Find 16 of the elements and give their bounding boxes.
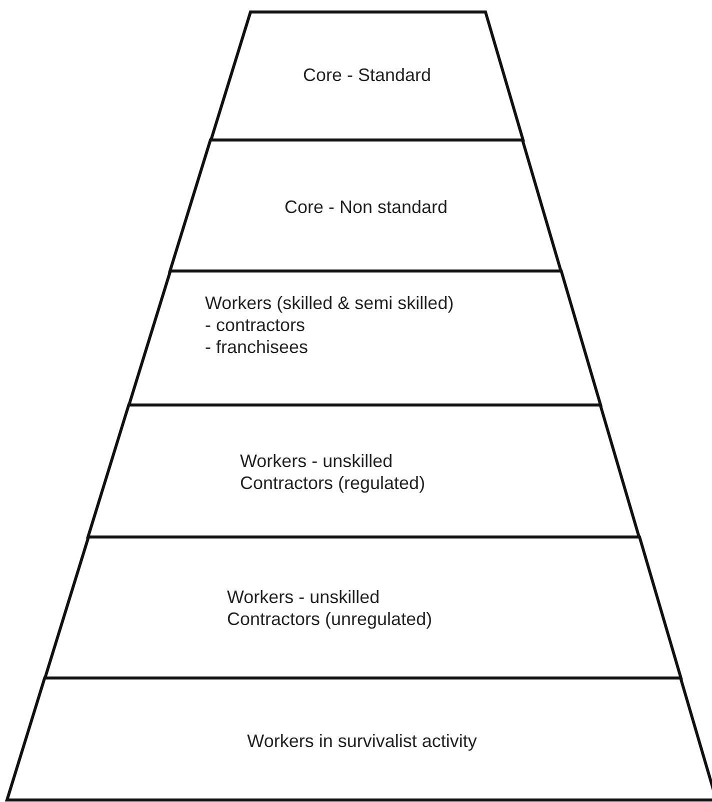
tier-label: Workers - unskilled <box>240 450 393 472</box>
tier-label: Workers - unskilled <box>226 586 380 608</box>
tier-label: Workers in survivalist activity <box>247 730 477 752</box>
pyramid-tier <box>44 537 680 678</box>
pyramid-tier <box>170 140 561 271</box>
pyramid-tier <box>6 678 712 800</box>
tier-label: - contractors <box>204 314 306 336</box>
pyramid-tier <box>128 271 600 405</box>
pyramid-tier <box>210 12 523 140</box>
tier-label: Core - Standard <box>302 64 432 86</box>
tier-label: Contractors (regulated) <box>240 472 426 494</box>
tier-label: - franchisees <box>204 336 308 358</box>
pyramid-tier <box>88 405 640 537</box>
tier-label: Contractors (unregulated) <box>226 608 432 630</box>
tier-label: Core - Non standard <box>284 196 448 218</box>
tier-label: Workers (skilled & semi skilled) <box>204 292 454 314</box>
